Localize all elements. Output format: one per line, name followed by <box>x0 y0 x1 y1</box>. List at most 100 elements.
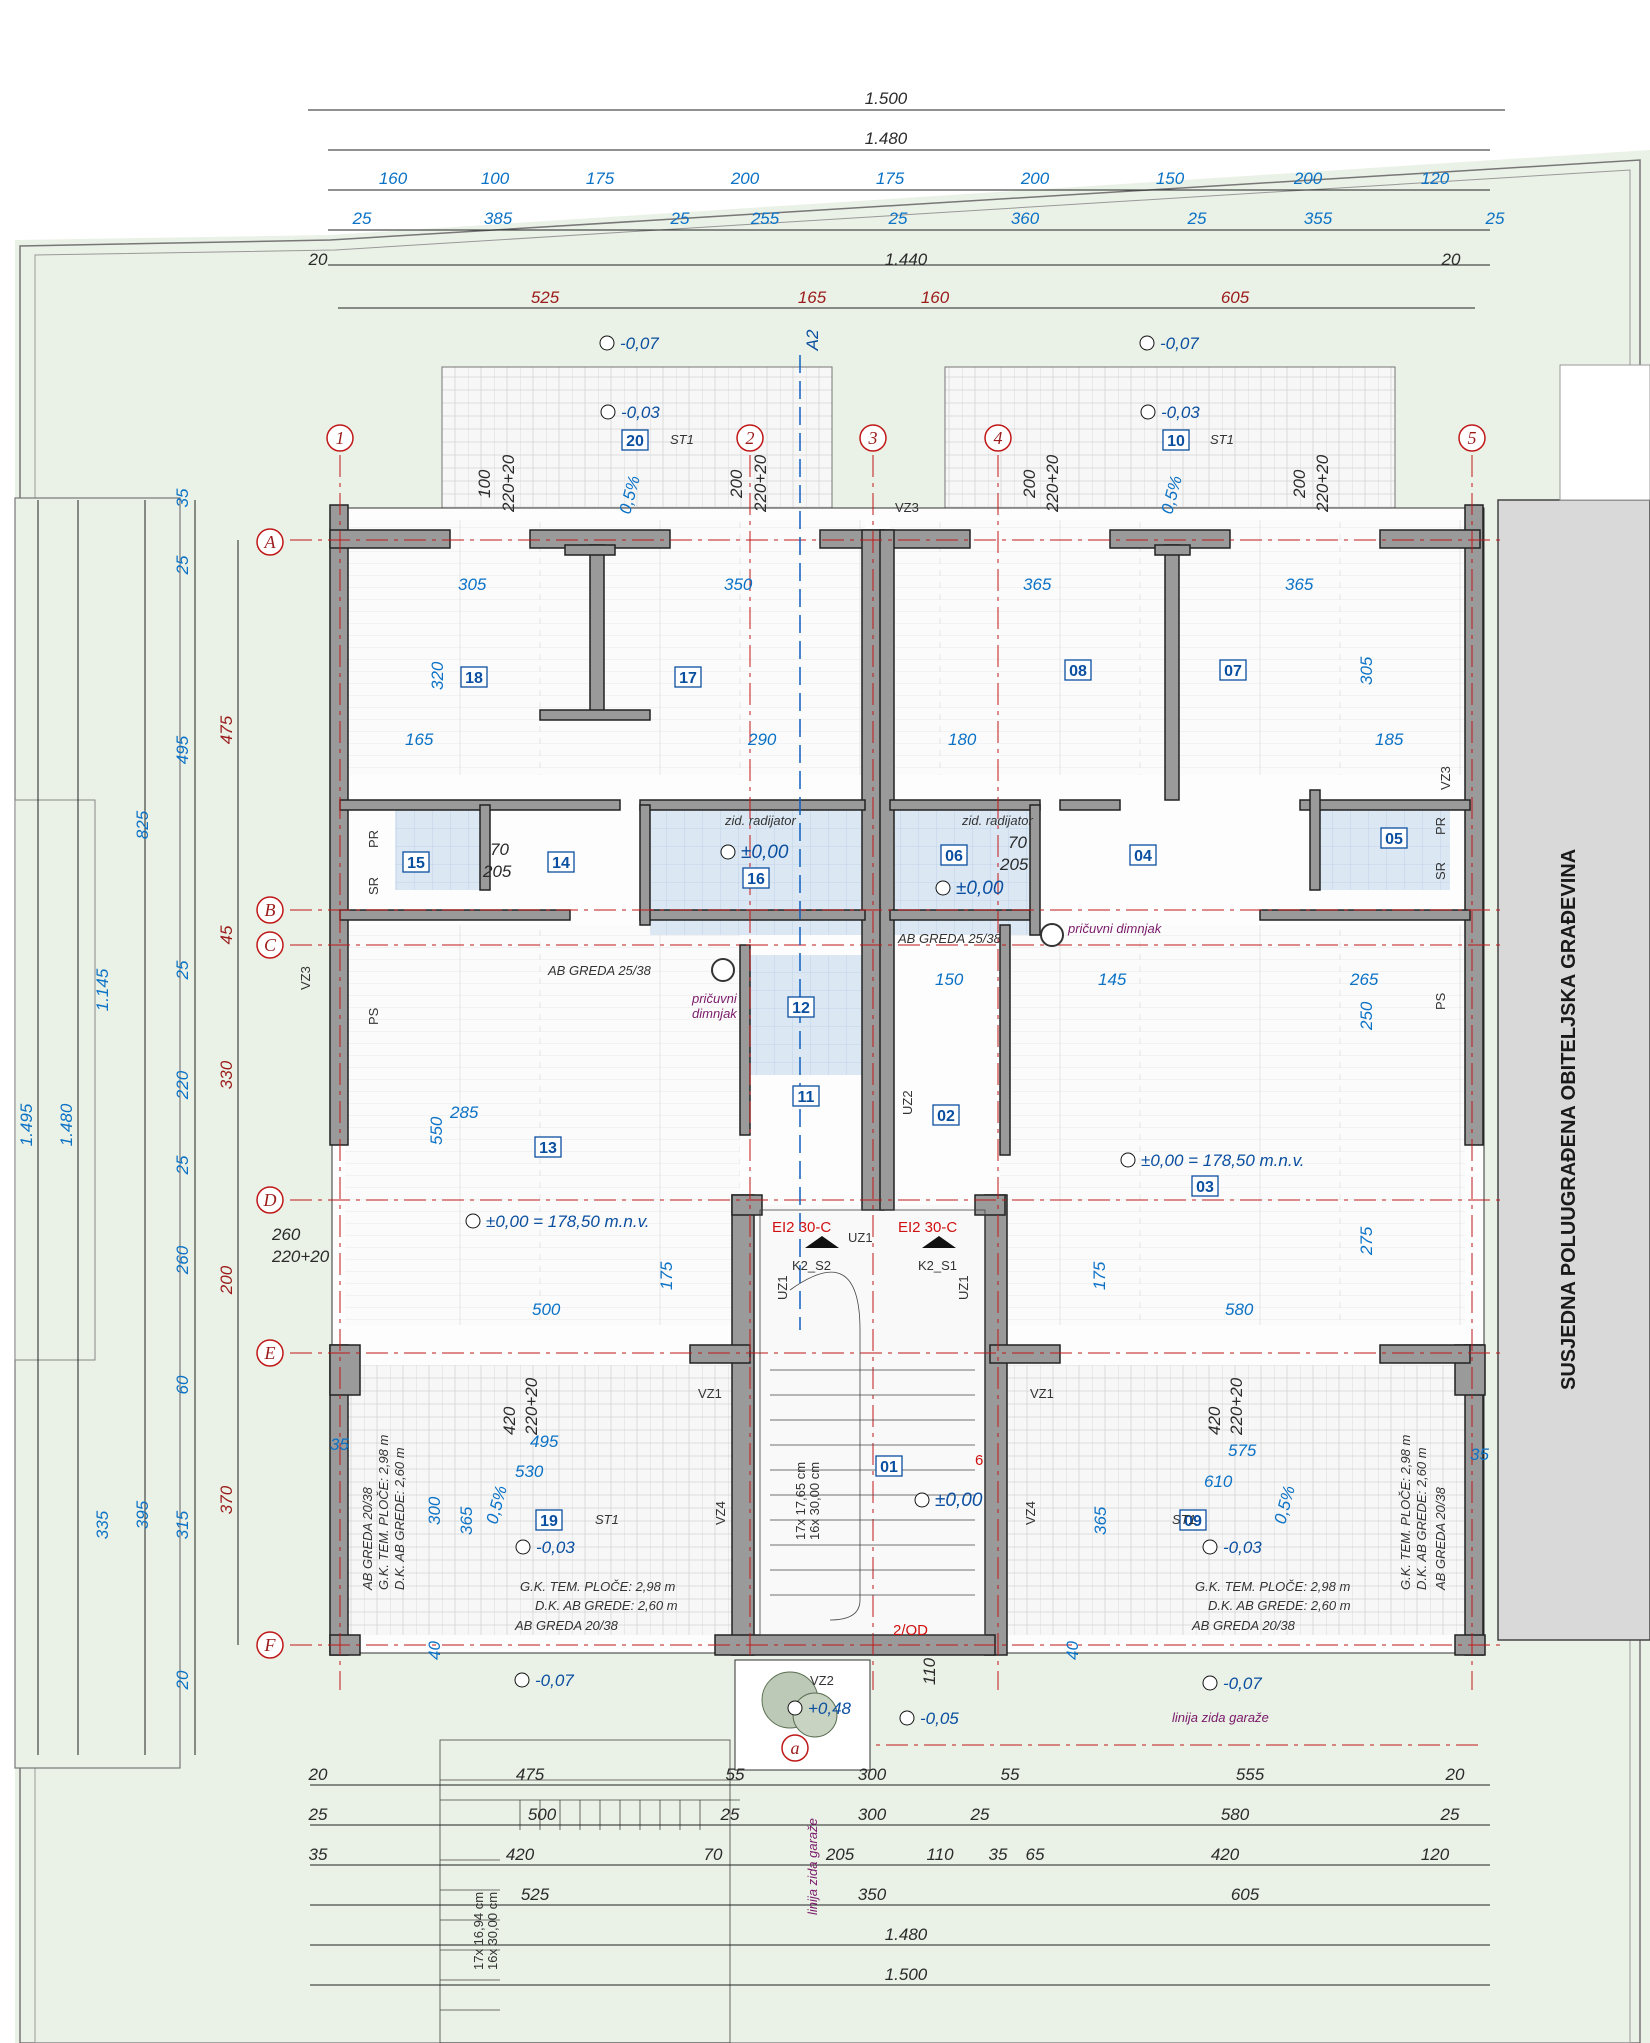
dim-bot-row4-2: 605 <box>1231 1885 1260 1904</box>
dim-top-row4-3: 255 <box>750 209 780 228</box>
note-garage-line-2: linija zida garaže <box>805 1818 820 1915</box>
axis-label-c: C <box>264 935 277 955</box>
dim-left-col5-3: 200 <box>217 1265 236 1295</box>
dim-terrace-220-mid: 220+20 <box>751 454 770 513</box>
tag-six: 6 <box>975 1452 983 1469</box>
tag-vz3-left: VZ3 <box>298 966 313 990</box>
dim-left-col4-3: 25 <box>173 960 192 980</box>
dim-left-col5-1: 45 <box>217 925 236 944</box>
dimension-lines <box>37 109 1505 1986</box>
level-bath-16: ±0,00 <box>741 842 789 863</box>
dim-09-420: 420 <box>1205 1406 1224 1435</box>
tag-vz4-right: VZ4 <box>1023 1501 1038 1525</box>
tag-ps-left: PS <box>366 1007 381 1025</box>
dim-left-col4-2: 495 <box>173 735 192 764</box>
tag-vz4-left: VZ4 <box>713 1501 728 1525</box>
dim-left-col4-7: 60 <box>173 1375 192 1394</box>
tag-uz2: UZ2 <box>900 1090 915 1115</box>
axis-label-a: A <box>264 532 277 552</box>
dim-09-575: 575 <box>1228 1441 1257 1460</box>
note-radiator-left: zid. radijator <box>724 813 796 828</box>
dim-bot-row1-3: 300 <box>858 1765 887 1784</box>
dim-room18-320: 320 <box>428 661 447 690</box>
dim-19-40: 40 <box>425 1641 444 1660</box>
room-15: 15 <box>407 855 425 872</box>
dim-room08-365: 365 <box>1023 575 1052 594</box>
dim-top-row4-7: 355 <box>1304 209 1333 228</box>
axis-label-lower-a: a <box>791 1738 800 1758</box>
dim-bot-row2-2: 25 <box>720 1805 740 1824</box>
dim-left-220-20: 220+20 <box>271 1247 330 1266</box>
dim-left-col4-5: 25 <box>173 1155 192 1175</box>
dim-terrace-220-far: 220+20 <box>1313 454 1332 513</box>
dim-bot-row3-2: 70 <box>704 1845 723 1864</box>
tag-uz1-left: UZ1 <box>775 1275 790 1300</box>
dim-left-550: 550 <box>427 1116 446 1145</box>
dim-top-row3-7: 200 <box>1293 169 1323 188</box>
dim-left-285: 285 <box>449 1103 479 1122</box>
dim-hall14-205: 205 <box>482 862 512 881</box>
level-bottom-right: -0,07 <box>1223 1674 1262 1693</box>
dim-terrace-200-left: 200 <box>727 469 746 499</box>
axis-label-d: D <box>263 1190 277 1210</box>
axis-bubbles <box>256 424 1486 1762</box>
dim-top-row5-mid: 1.440 <box>885 250 928 269</box>
dim-top-row3-6: 150 <box>1156 169 1185 188</box>
tag-2-od: 2/OD <box>893 1622 928 1639</box>
dim-terrace-100-left: 100 <box>475 469 494 498</box>
dim-room17-350: 350 <box>724 575 753 594</box>
dim-entry-110: 110 <box>920 1657 939 1685</box>
room-09: 09 <box>1184 1513 1202 1530</box>
dim-top-row4-4: 25 <box>888 209 908 228</box>
tag-st1-09: ST1 <box>1172 1512 1196 1527</box>
level-top-right: -0,07 <box>1160 334 1199 353</box>
dim-top-row5-left: 20 <box>308 250 328 269</box>
room-03: 03 <box>1196 1179 1214 1196</box>
dim-top-row4-2: 25 <box>670 209 690 228</box>
dim-top-overall-2: 1.480 <box>865 129 908 148</box>
dim-bot-row1-1: 475 <box>516 1765 545 1784</box>
dim-left-col5-2: 330 <box>217 1060 236 1089</box>
dim-room07-305: 305 <box>1357 656 1376 685</box>
note-dk-right: D.K. AB GREDE: 2,60 m <box>1208 1598 1351 1613</box>
dim-09-365: 365 <box>1091 1506 1110 1535</box>
dim-right-175: 175 <box>1090 1261 1109 1290</box>
tag-vz1-left: VZ1 <box>698 1386 722 1401</box>
dim-left-col4-10: 395 <box>133 1500 152 1529</box>
level-main-right: ±0,00 = 178,50 m.n.v. <box>1141 1151 1305 1170</box>
dim-top-row3-1: 100 <box>481 169 510 188</box>
room-12: 12 <box>792 1000 810 1017</box>
dim-room17-290: 290 <box>747 730 777 749</box>
dim-left-col1: 1.495 <box>17 1103 36 1146</box>
note-radiator-right: zid. radijator <box>961 813 1033 828</box>
room-04: 04 <box>1134 848 1152 865</box>
dim-bot-row2-0: 25 <box>308 1805 328 1824</box>
dim-bot-row1-2: 55 <box>726 1765 745 1784</box>
dim-bot-row1-4: 55 <box>1001 1765 1020 1784</box>
room-18: 18 <box>465 670 483 687</box>
level-bath-06: ±0,00 <box>956 878 1004 899</box>
chimney-left-symbol <box>711 958 735 982</box>
dim-left-col5-4: 370 <box>217 1485 236 1514</box>
dim-hall04-70: 70 <box>1008 833 1027 852</box>
tag-ps-right: PS <box>1433 992 1448 1010</box>
level-top-left: -0,07 <box>620 334 659 353</box>
note-beam-25-38-left: AB GREDA 25/38 <box>547 963 652 978</box>
room-05: 05 <box>1385 831 1403 848</box>
level-entry-2: -0,05 <box>920 1709 959 1728</box>
axis-label-5: 5 <box>1468 428 1477 448</box>
dim-19-220-20: 220+20 <box>522 1377 541 1436</box>
dim-top-row4-8: 25 <box>1485 209 1505 228</box>
tag-pr-right: PR <box>1433 817 1448 835</box>
dim-bath06-150: 150 <box>935 970 964 989</box>
dim-left-col3-2: 335 <box>93 1510 112 1539</box>
dim-bot-row1-0: 20 <box>308 1765 328 1784</box>
tag-st1-top-left: ST1 <box>670 432 694 447</box>
dim-19-365: 365 <box>457 1506 476 1535</box>
dim-bot-row2-3: 300 <box>858 1805 887 1824</box>
dim-top-row6-0: 525 <box>531 288 560 307</box>
tag-uz1-center: UZ1 <box>848 1230 873 1245</box>
lower-stair <box>439 1739 740 2043</box>
note-garage-line-1: linija zida garaže <box>1172 1710 1269 1725</box>
tag-pr-left: PR <box>366 830 381 848</box>
